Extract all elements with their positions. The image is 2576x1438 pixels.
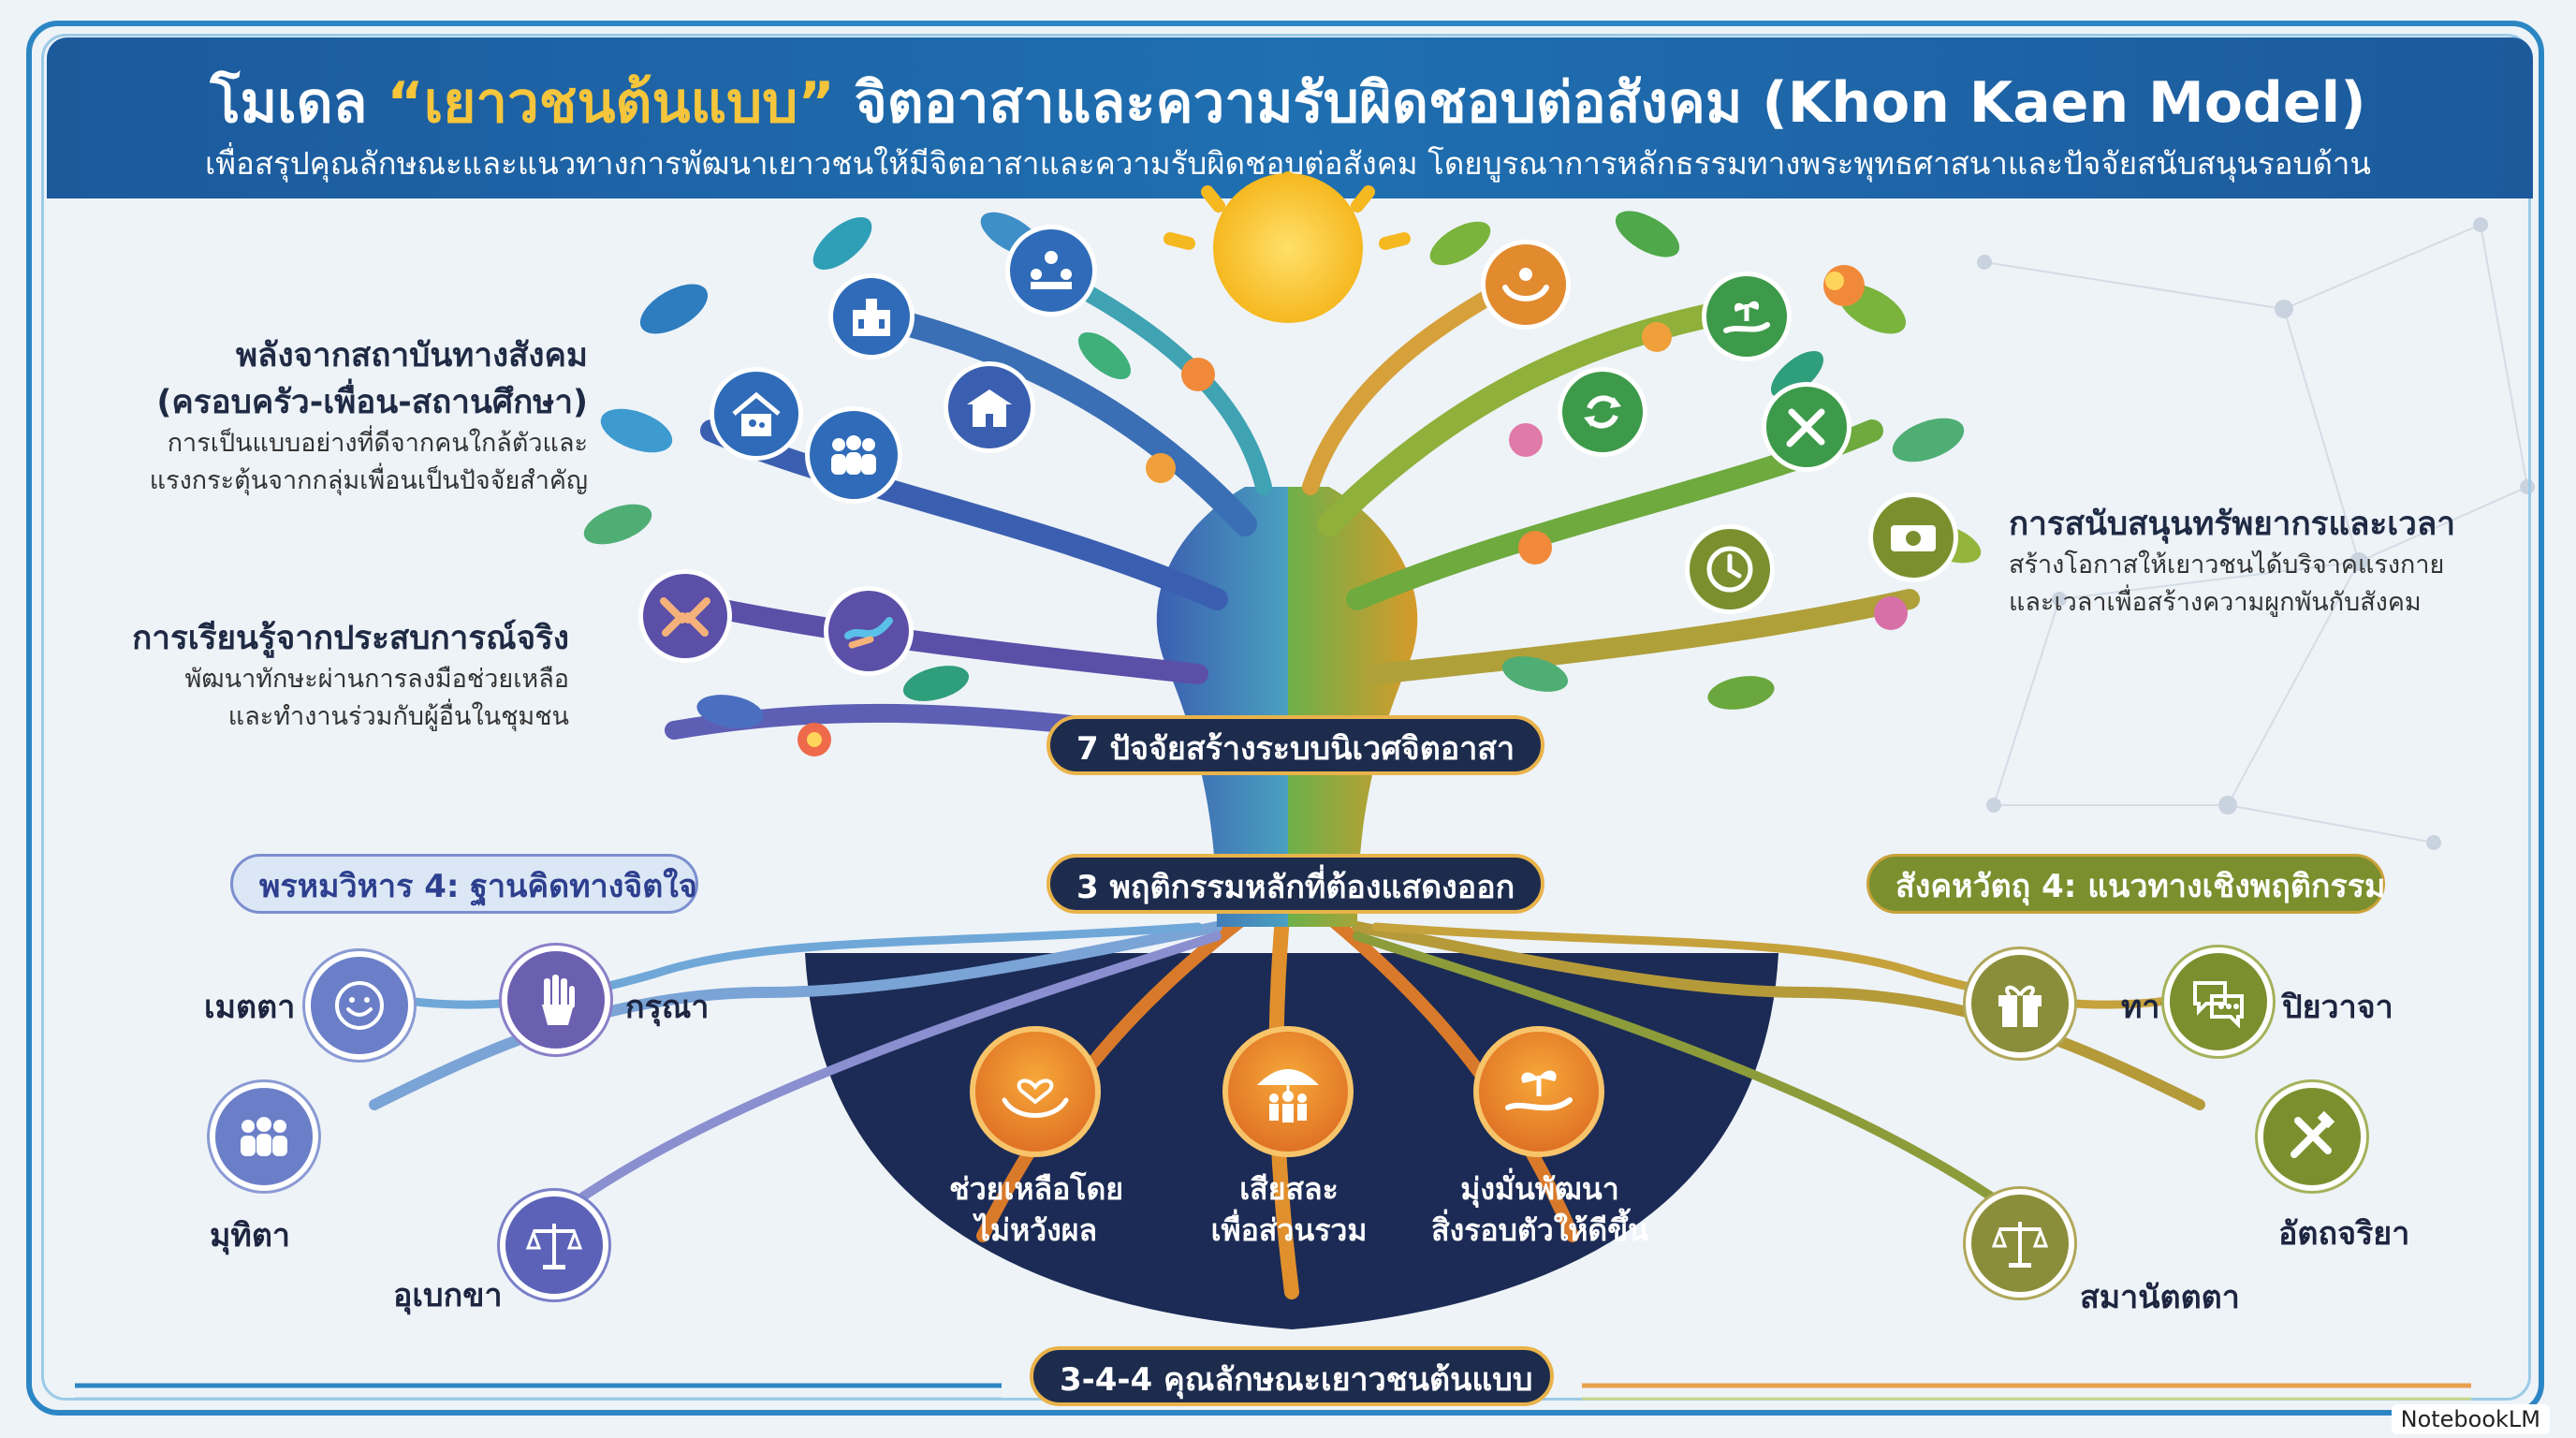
factor-social-body-1: การเป็นแบบอย่างที่ดีจากคนใกล้ตัวและ bbox=[167, 429, 588, 458]
brahma-label-metta: เมตตา bbox=[204, 989, 296, 1026]
recycle-icon bbox=[1558, 367, 1647, 457]
people-network-icon bbox=[1005, 225, 1097, 316]
behavior-develop-line1: มุ่งมั่นพัฒนา bbox=[1460, 1171, 1619, 1207]
pill-summary: 3-4-4 คุณลักษณะเยาวชนต้นแบบ bbox=[1030, 1346, 1554, 1406]
joined-hands-icon bbox=[638, 569, 732, 663]
clock-icon bbox=[1685, 524, 1775, 614]
notebooklm-brand: NotebookLM bbox=[2391, 1404, 2550, 1434]
behavior-sacrifice-line2: เพื่อส่วนรวม bbox=[1210, 1212, 1368, 1248]
sun-icon bbox=[1164, 171, 1411, 323]
raised-hand-icon bbox=[502, 946, 610, 1054]
money-icon bbox=[1868, 492, 1958, 582]
pill-3-behaviors: 3 พฤติกรรมหลักที่ต้องแสดงออก bbox=[1046, 854, 1544, 914]
behavior-help-line2: ไม่หวังผล bbox=[974, 1212, 1098, 1248]
factor-social-body-2: แรงกระตุ้นจากกลุ่มเพื่อนเป็นปัจจัยสำคัญ bbox=[149, 466, 588, 495]
factor-social-title: พลังจากสถาบันทางสังคม bbox=[235, 337, 588, 374]
sangaha-label-piyavaca: ปิยวาจา bbox=[2282, 989, 2393, 1026]
pill-sangahavatthu: สังคหวัตถุ 4: แนวทางเชิงพฤติกรรม bbox=[1866, 854, 2385, 914]
factor-resources-body-1: สร้างโอกาสให้เยาวชนได้บริจาคแรงกาย bbox=[2009, 550, 2445, 580]
brahma-label-upekkha: อุเบกขา bbox=[393, 1277, 503, 1314]
helping-hand-icon bbox=[824, 586, 914, 676]
plant-hand-icon bbox=[1702, 271, 1792, 361]
factor-resources-title: การสนับสนุนทรัพยากรและเวลา bbox=[2009, 506, 2455, 543]
behavior-develop-line2: สิ่งรอบตัวให้ดีขึ้น bbox=[1431, 1212, 1648, 1248]
school-icon bbox=[944, 361, 1035, 453]
heart-hands-icon bbox=[970, 1026, 1101, 1157]
smile-icon bbox=[305, 951, 414, 1060]
page-title: โมเดล “เยาวชนต้นแบบ” จิตอาสาและความรับผิ… bbox=[210, 70, 2366, 136]
pill-7-factors: 7 ปัจจัยสร้างระบบนิเวศจิตอาสา bbox=[1046, 715, 1544, 775]
gift-icon bbox=[1966, 949, 2074, 1058]
peer-group-icon bbox=[805, 406, 902, 504]
umbrella-family-icon bbox=[1222, 1026, 1354, 1157]
hammer-wrench-icon bbox=[2258, 1082, 2366, 1191]
behavior-sacrifice-line1: เสียสละ bbox=[1239, 1171, 1339, 1207]
community-building-icon bbox=[828, 273, 915, 360]
sprout-hand-icon bbox=[1473, 1026, 1604, 1157]
sangaha-label-atthacariya: อัตถจริยา bbox=[2278, 1215, 2410, 1253]
family-house-icon bbox=[710, 367, 803, 461]
sangaha-label-samanattata: สมานัตตตา bbox=[2080, 1279, 2240, 1316]
behavior-help-line1: ช่วยเหลือโดย bbox=[948, 1171, 1123, 1207]
roots bbox=[351, 910, 2223, 1299]
factor-experience-body-1: พัฒนาทักษะผ่านการลงมือช่วยเหลือ bbox=[184, 665, 569, 694]
factor-resources-body-2: และเวลาเพื่อสร้างความผูกพันกับสังคม bbox=[2009, 588, 2422, 617]
balance-scales-icon bbox=[1966, 1189, 2074, 1298]
care-hands-icon bbox=[1481, 240, 1571, 330]
people-group-icon bbox=[210, 1082, 318, 1191]
outer-frame bbox=[26, 21, 2544, 1416]
scales-icon bbox=[500, 1191, 608, 1299]
factor-social-subtitle: (ครอบครัว-เพื่อน-สถานศึกษา) bbox=[156, 384, 588, 421]
brahma-label-karuna: กรุณา bbox=[625, 989, 710, 1026]
speech-bubbles-icon bbox=[2164, 947, 2273, 1056]
tools-icon bbox=[1762, 382, 1852, 472]
factor-experience-title: การเรียนรู้จากประสบการณ์จริง bbox=[132, 620, 569, 657]
factor-experience-body-2: และทำงานร่วมกับผู้อื่นในชุมชน bbox=[227, 702, 569, 731]
pill-brahmavihara: พรหมวิหาร 4: ฐานคิดทางจิตใจ bbox=[230, 854, 698, 914]
brahma-label-mudita: มุทิตา bbox=[210, 1217, 290, 1255]
